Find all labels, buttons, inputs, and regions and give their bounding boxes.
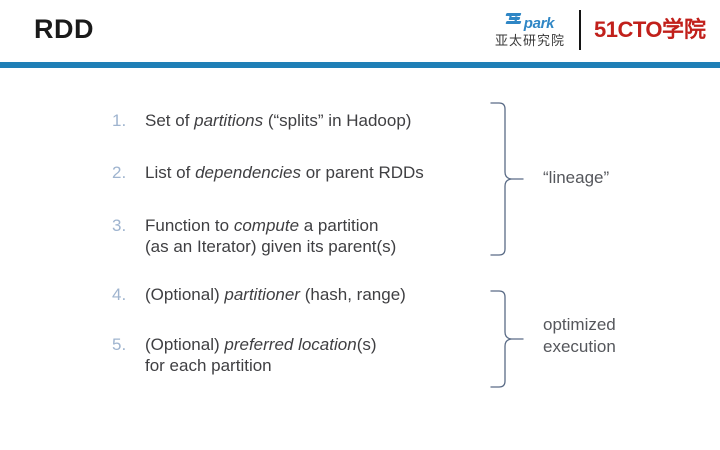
logo-divider bbox=[578, 10, 581, 50]
annotation-optimized-execution: optimized execution bbox=[543, 315, 616, 356]
header-divider-rule bbox=[0, 62, 720, 68]
list-item-text-line2: (as an Iterator) given its parent(s) bbox=[145, 237, 397, 256]
cto-logo-chinese: 学院 bbox=[661, 17, 706, 43]
cto-logo-latin: 51CTO bbox=[593, 16, 663, 42]
list-item: 2. List of dependencies or parent RDDs bbox=[112, 162, 424, 183]
spark-wordmark: S park bbox=[505, 11, 555, 33]
annotation-lineage: “lineage” bbox=[543, 168, 610, 187]
list-item-text: Set of partitions (“splits” in Hadoop) bbox=[145, 111, 412, 130]
list-item: 3. Function to compute a partition(as an… bbox=[112, 215, 396, 257]
brace-lineage-icon bbox=[489, 100, 535, 265]
list-item-text: (Optional) preferred location(s)for each… bbox=[145, 335, 377, 375]
list-item-number: 3. bbox=[112, 216, 127, 235]
logo-group: S park 亚太研究院 51CTO学院 bbox=[495, 5, 706, 55]
brace-optimized-execution-icon bbox=[489, 288, 535, 397]
list-item-text-line2: for each partition bbox=[145, 356, 272, 375]
list-item-number: 2. bbox=[112, 163, 127, 182]
spark-subtitle-cn: 亚太研究院 bbox=[494, 34, 565, 49]
spark-asia-pacific-logo: S park 亚太研究院 bbox=[495, 11, 579, 49]
list-item: 1. Set of partitions (“splits” in Hadoop… bbox=[112, 110, 411, 131]
list-item: 4. (Optional) partitioner (hash, range) bbox=[112, 284, 406, 305]
list-item-text: Function to compute a partition(as an It… bbox=[145, 216, 397, 256]
list-item-text: (Optional) partitioner (hash, range) bbox=[145, 285, 406, 304]
cto-academy-logo: 51CTO学院 bbox=[593, 16, 706, 43]
spark-wordmark-text: park bbox=[523, 15, 555, 32]
list-item-number: 4. bbox=[112, 285, 127, 304]
page-title: RDD bbox=[34, 14, 94, 44]
list-item-text: List of dependencies or parent RDDs bbox=[145, 163, 424, 182]
list-item-number: 5. bbox=[112, 335, 127, 354]
list-item: 5. (Optional) preferred location(s)for e… bbox=[112, 334, 377, 376]
spark-speed-lines-icon: S bbox=[505, 11, 523, 28]
list-item-number: 1. bbox=[112, 111, 127, 130]
